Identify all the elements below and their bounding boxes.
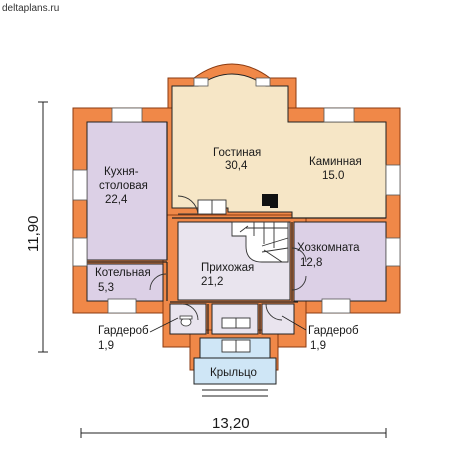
dimension-width-label: 13,20	[212, 415, 250, 432]
room-utility-name: Хозкомната	[297, 242, 360, 254]
dimension-width	[80, 428, 387, 438]
room-hall-name: Прихожая	[201, 262, 254, 274]
room-kitchen-name-2: столовая	[99, 180, 148, 192]
room-wardrobe-left-name: Гардероб	[98, 325, 149, 337]
dimension-depth	[38, 101, 48, 353]
room-fills	[86, 73, 387, 385]
porch-steps	[196, 383, 274, 397]
room-utility-area: 12,8	[300, 257, 322, 269]
room-fireplace-name: Каминная	[309, 156, 362, 168]
room-boiler-name: Котельная	[95, 267, 151, 279]
toilet-icon	[179, 315, 193, 327]
door-swing-icon	[149, 195, 307, 353]
room-labels: Гостиная 30,4 Каминная 15.0 Кухня- столо…	[95, 147, 362, 379]
room-fireplace-area: 15.0	[322, 170, 344, 182]
room-wardrobe-left-area: 1,9	[98, 340, 114, 352]
site-label: deltaplans.ru	[2, 3, 59, 14]
room-hall-area: 21,2	[201, 276, 223, 288]
room-porch-name: Крыльцо	[210, 367, 257, 379]
stair-icon	[231, 221, 289, 263]
room-boiler-area: 5,3	[98, 282, 114, 294]
leader-wardrobe-right	[281, 315, 307, 331]
room-kitchen-area: 22,4	[105, 194, 128, 206]
room-kitchen-name-1: Кухня-	[104, 166, 139, 178]
leader-wardrobe-left	[149, 317, 179, 333]
partitions	[87, 122, 386, 334]
room-wardrobe-right-area: 1,9	[310, 340, 326, 352]
room-living-area: 30,4	[225, 160, 248, 172]
window-icon	[72, 77, 401, 314]
dimension-depth-label: 11,90	[25, 216, 42, 252]
room-wardrobe-right-name: Гардероб	[308, 325, 359, 337]
fireplace-icon	[262, 194, 278, 208]
room-living-name: Гостиная	[213, 147, 261, 159]
